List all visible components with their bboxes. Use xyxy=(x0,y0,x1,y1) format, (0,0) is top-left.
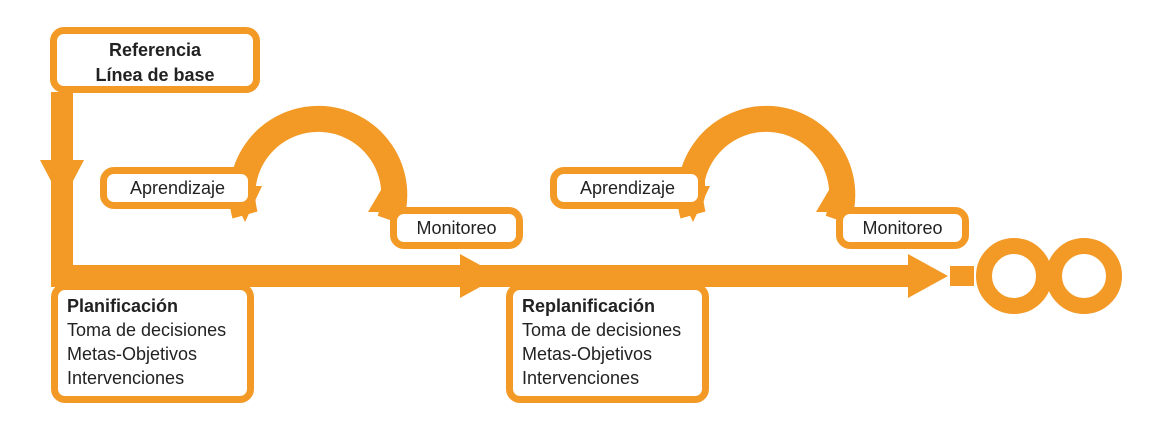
learning-label-2: Aprendizaje xyxy=(550,167,705,209)
replanning-item: Intervenciones xyxy=(522,368,640,388)
monitoring-label-2: Monitoreo xyxy=(836,207,969,249)
loop-2-arrowhead-right xyxy=(816,178,856,212)
monitoring-label-1-text: Monitoreo xyxy=(416,217,497,238)
replanning-box: Replanificación Toma de decisiones Metas… xyxy=(506,283,709,403)
monitoring-label-2-text: Monitoreo xyxy=(862,217,943,238)
flow-arrowhead-2 xyxy=(908,254,948,298)
cycle-loop-1 xyxy=(229,105,408,225)
replanning-title: Replanificación xyxy=(522,296,656,316)
planning-item: Metas-Objetivos xyxy=(67,344,198,364)
replanning-item: Toma de decisiones xyxy=(522,320,682,340)
main-flow-line xyxy=(51,92,470,287)
learning-label-2-text: Aprendizaje xyxy=(579,177,676,198)
planning-title: Planificación xyxy=(67,296,179,316)
planning-box: Planificación Toma de decisiones Metas-O… xyxy=(51,283,254,403)
planning-item: Intervenciones xyxy=(67,368,185,388)
replanning-item: Metas-Objetivos xyxy=(522,344,653,364)
infinity-icon xyxy=(976,238,1122,314)
down-arrowhead xyxy=(40,160,84,202)
baseline-box: Referencia Línea de base xyxy=(50,27,260,93)
monitoring-label-1: Monitoreo xyxy=(390,207,523,249)
baseline-subtitle: Línea de base xyxy=(95,65,215,85)
loop-1-arrowhead-right xyxy=(368,178,408,212)
baseline-title: Referencia xyxy=(108,40,202,60)
learning-label-1-text: Aprendizaje xyxy=(129,177,226,198)
cycle-loop-2 xyxy=(677,105,856,225)
learning-label-1: Aprendizaje xyxy=(100,167,255,209)
flow-tail-dash xyxy=(950,266,974,286)
planning-item: Toma de decisiones xyxy=(67,320,227,340)
flow-arrowhead-1 xyxy=(460,254,500,298)
